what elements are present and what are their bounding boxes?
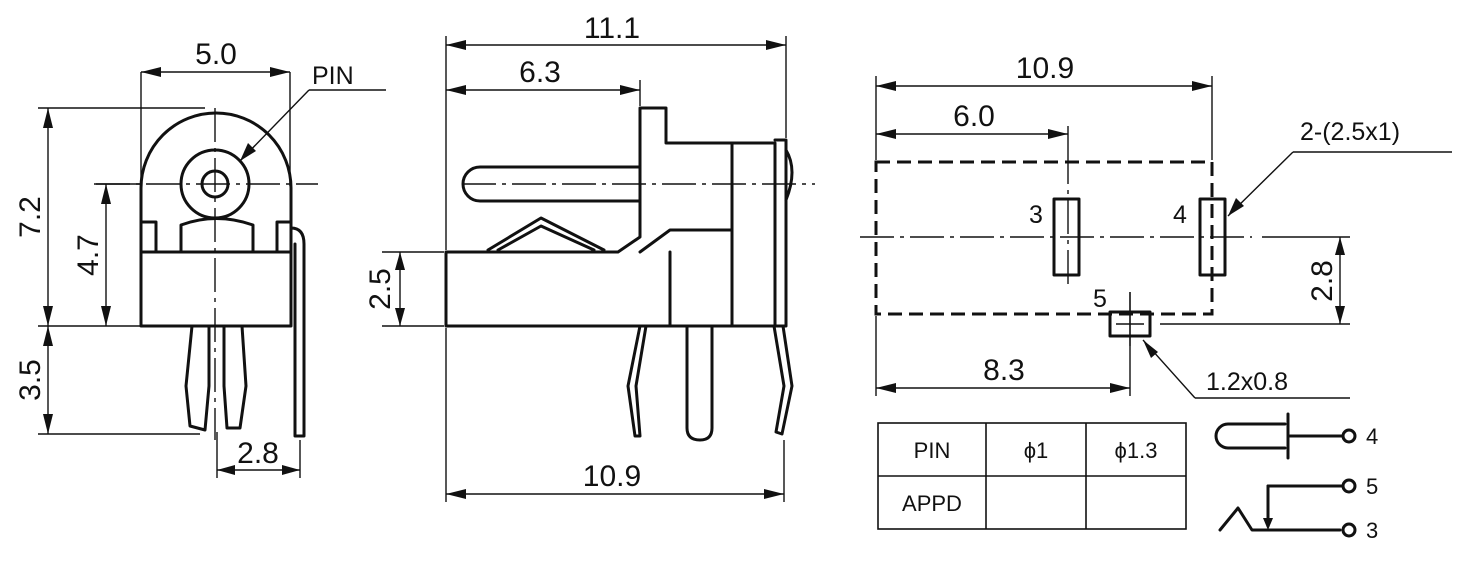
schematic-pin5-label: 5 [1366, 474, 1378, 499]
side-center-lead [685, 324, 714, 442]
table-row-appd: APPD [902, 491, 962, 516]
footprint-outline [874, 160, 1214, 316]
front-view: 5.0 PIN 7.2 4.7 3.5 2.8 [14, 38, 386, 478]
schematic-symbol: 4 5 3 [1214, 412, 1378, 543]
front-left-leg [184, 324, 211, 432]
schematic-pin3-terminal [1341, 522, 1357, 538]
side-body-outline [444, 106, 734, 328]
footprint-pad-offset-dim: 6.0 [953, 100, 995, 133]
front-width-dim: 5.0 [195, 38, 237, 71]
front-lead-offset-dim: 2.8 [237, 437, 279, 470]
front-height-total-dim: 7.2 [14, 196, 47, 238]
footprint-vertical-offset-dim: 2.8 [1306, 260, 1339, 302]
footprint-pad5-offset-dim: 8.3 [983, 354, 1025, 387]
table-header-phi13: ϕ1.3 [1115, 438, 1158, 463]
schematic-pin4-terminal [1341, 428, 1357, 444]
front-right-step [275, 220, 293, 254]
side-base-length-dim: 10.9 [583, 460, 641, 493]
side-body-height-dim: 2.5 [364, 268, 397, 310]
slot-callout: 2-(2.5x1) [1300, 118, 1400, 146]
side-view: 11.1 6.3 2.5 10.9 [364, 12, 815, 502]
schematic-pin5-terminal [1341, 478, 1357, 494]
front-body-outline [139, 111, 293, 328]
front-right-leg [222, 324, 248, 430]
side-spring-contact [486, 216, 606, 252]
pad-3-label: 3 [1029, 201, 1043, 229]
front-right-lead [289, 226, 306, 438]
front-lead-length-dim: 3.5 [14, 359, 47, 401]
side-left-lead [626, 324, 648, 438]
pad-3 [1052, 197, 1081, 277]
side-face-bump [784, 148, 794, 202]
side-overall-length-dim: 11.1 [584, 12, 640, 45]
side-flange [730, 141, 777, 328]
table-header-phi1: ϕ1 [1024, 438, 1049, 463]
schematic-pin4-label: 4 [1366, 424, 1378, 449]
side-flange-face [773, 138, 788, 328]
schematic-spring [1218, 506, 1342, 532]
side-right-lead [772, 324, 794, 436]
schematic-pin3-label: 3 [1366, 518, 1378, 543]
footprint-width-dim: 10.9 [1016, 52, 1074, 85]
table-header-pin: PIN [914, 438, 951, 463]
side-connector-body [638, 228, 734, 254]
pad-4-label: 4 [1173, 201, 1187, 229]
pin-callout: PIN [312, 62, 354, 90]
footprint-view: 3 4 5 10.9 6.0 2-(2.5x1) 2.8 8.3 [860, 52, 1452, 399]
front-pin-neck [179, 217, 255, 254]
pad-4 [1198, 197, 1227, 277]
side-pin-depth-dim: 6.3 [519, 56, 561, 89]
front-left-step [139, 220, 158, 254]
schematic-pin-body [1214, 422, 1287, 450]
front-pin-height-dim: 4.7 [72, 234, 105, 276]
pad5-size-callout: 1.2x0.8 [1206, 368, 1288, 396]
spec-table: PIN ϕ1 ϕ1.3 APPD [877, 422, 1187, 530]
pad-5-label: 5 [1093, 285, 1107, 313]
